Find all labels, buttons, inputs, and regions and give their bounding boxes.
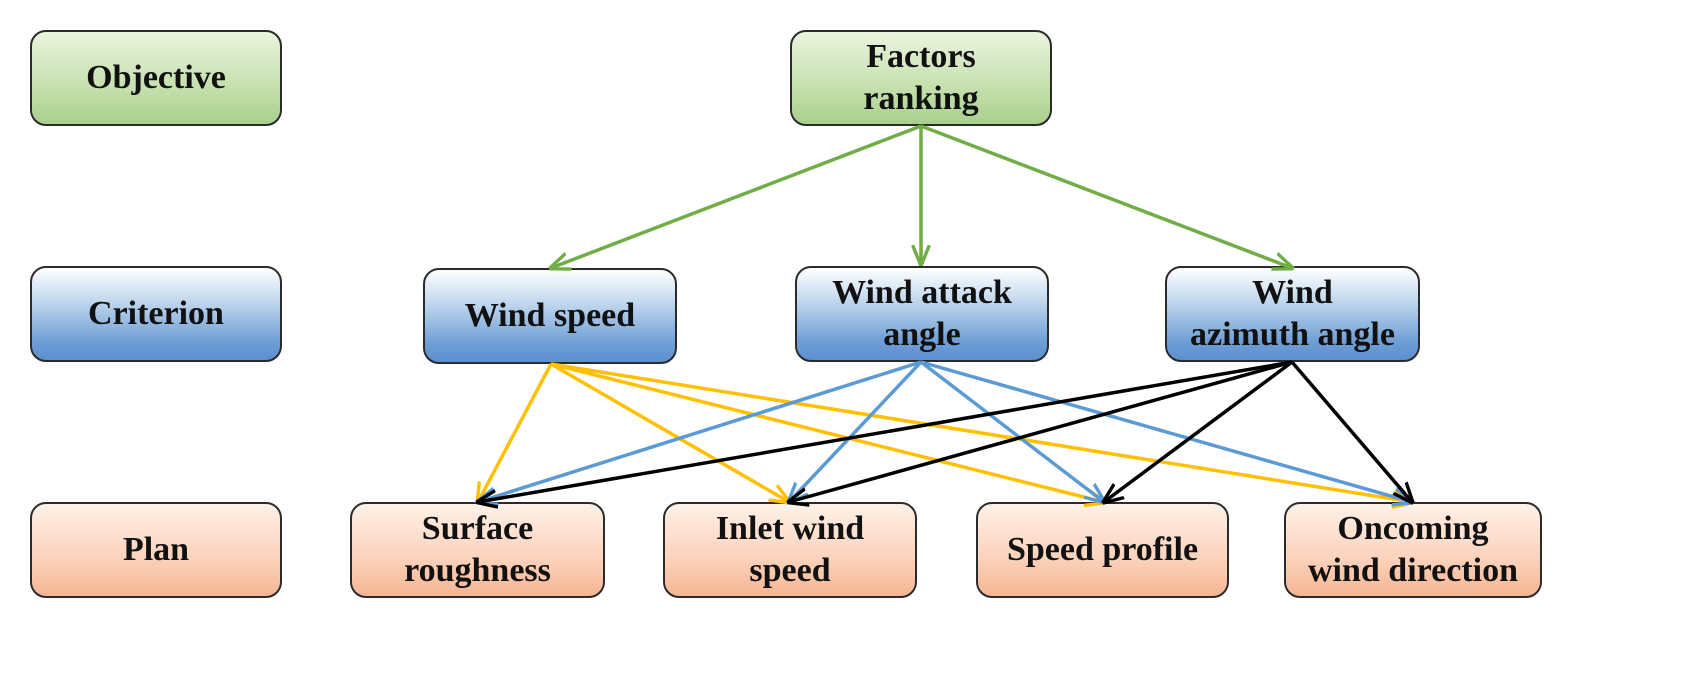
node-inlet-wind-speed: Inlet wind speed: [663, 502, 917, 598]
arrow-wind-attack-angle-to-speed-profile: [919, 360, 1104, 502]
node-wind-attack-angle: Wind attack angle: [795, 266, 1049, 362]
node-factors-ranking-label: Factors ranking: [863, 38, 979, 117]
arrow-wind-speed-to-inlet-wind-speed: [550, 362, 789, 502]
arrow-factors-ranking-to-wind-azimuth-angle: [920, 124, 1292, 268]
arrow-wind-speed-to-speed-profile: [550, 362, 1104, 502]
node-wind-azimuth-angle-label: Wind azimuth angle: [1190, 274, 1395, 353]
node-wind-azimuth-angle: Wind azimuth angle: [1165, 266, 1420, 362]
arrow-wind-azimuth-angle-to-oncoming-wind-direction: [1290, 360, 1412, 502]
arrow-wind-speed-to-surface-roughness: [478, 363, 553, 502]
node-factors-ranking: Factors ranking: [790, 30, 1052, 126]
node-surface-roughness-label: Surface roughness: [404, 510, 551, 589]
node-oncoming-wind-direction: Oncoming wind direction: [1284, 502, 1542, 598]
arrow-wind-attack-angle-to-surface-roughness: [478, 360, 922, 502]
level-criterion: Criterion: [30, 266, 282, 362]
arrow-wind-azimuth-angle-to-inlet-wind-speed: [789, 360, 1293, 502]
level-criterion-label: Criterion: [88, 295, 224, 332]
node-oncoming-wind-direction-label: Oncoming wind direction: [1307, 510, 1518, 589]
node-wind-speed: Wind speed: [423, 268, 677, 364]
level-plan: Plan: [30, 502, 282, 598]
arrow-wind-speed-to-oncoming-wind-direction: [550, 362, 1412, 502]
level-objective-label: Objective: [86, 59, 226, 96]
node-speed-profile: Speed profile: [976, 502, 1229, 598]
arrow-wind-attack-angle-to-oncoming-wind-direction: [920, 360, 1412, 502]
level-plan-label: Plan: [122, 531, 190, 568]
arrow-wind-attack-angle-to-inlet-wind-speed: [789, 360, 923, 502]
node-inlet-wind-speed-label: Inlet wind speed: [715, 510, 865, 589]
arrow-factors-ranking-to-wind-speed: [551, 124, 922, 268]
arrow-wind-azimuth-angle-to-surface-roughness: [478, 360, 1293, 502]
node-speed-profile-label: Speed profile: [1006, 531, 1199, 568]
arrow-wind-azimuth-angle-to-speed-profile: [1104, 360, 1294, 502]
level-objective: Objective: [30, 30, 282, 126]
node-wind-speed-label: Wind speed: [464, 297, 636, 334]
node-wind-attack-angle-label: Wind attack angle: [832, 274, 1012, 353]
